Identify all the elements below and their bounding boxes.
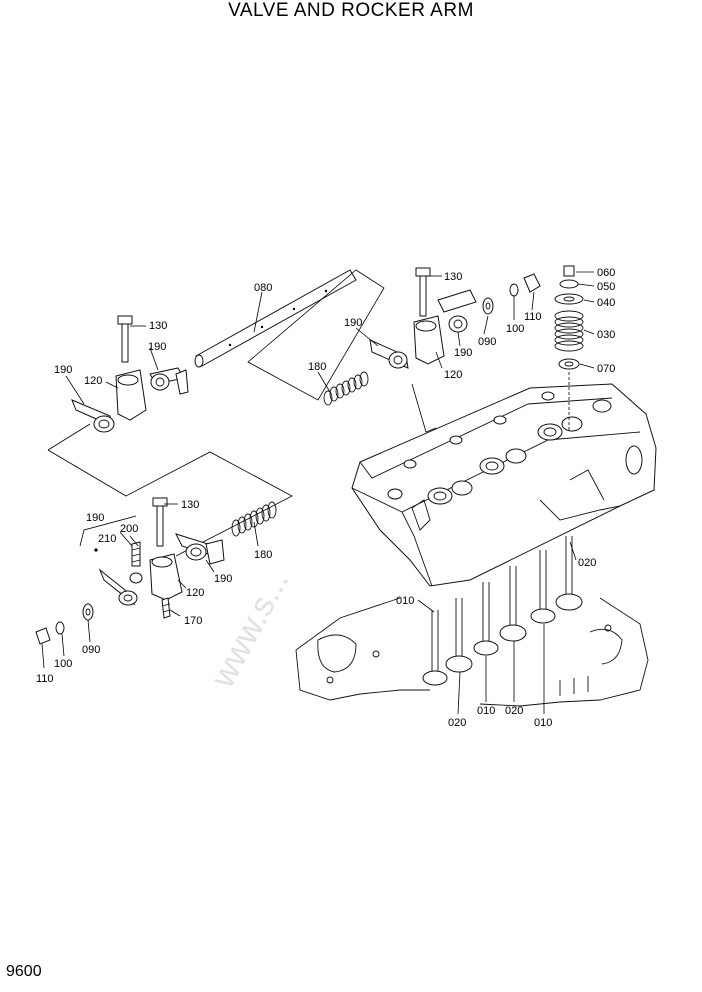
callout-130-lower: 130	[181, 499, 199, 511]
callout-070: 070	[597, 363, 615, 375]
callout-020-bottom-b: 020	[505, 705, 523, 717]
callout-110-lower: 110	[36, 673, 54, 685]
valve-3	[473, 582, 499, 656]
valves	[422, 536, 583, 686]
callout-100-lower: 100	[54, 658, 72, 670]
callout-100-upper: 100	[506, 323, 524, 335]
assembly-bracket-right	[411, 383, 437, 433]
rocker-shaft	[194, 269, 357, 368]
callout-060: 060	[597, 267, 615, 279]
rocker-group-lower-left	[35, 497, 225, 645]
rocker-spring-lower	[231, 501, 277, 537]
page-number: 9600	[6, 963, 42, 980]
callout-090-lower: 090	[82, 644, 100, 656]
callout-090-upper: 090	[478, 336, 496, 348]
valve-1	[422, 610, 448, 686]
valve-2	[445, 598, 473, 673]
rocker-group-upper-left	[71, 315, 189, 433]
callout-010-left: 010	[396, 595, 414, 607]
cylinder-head	[351, 383, 657, 587]
cylinder-block	[295, 597, 649, 707]
callout-190-upper-right-b: 190	[454, 347, 472, 359]
callout-130-upper-right: 130	[444, 271, 462, 283]
callout-180-lower: 180	[254, 549, 272, 561]
callout-200: 200	[120, 523, 138, 535]
valve-6	[555, 536, 583, 611]
assembly-bracket-lower	[79, 515, 137, 547]
callout-labels: 080 130 190 190 120 180 190 130 190 120 …	[36, 267, 615, 729]
valve-spring-stack	[554, 265, 584, 430]
page-title: VALVE AND ROCKER ARM	[228, 0, 474, 21]
callout-190-upper-right-a: 190	[344, 317, 362, 329]
valve-5	[530, 550, 556, 624]
assembly-bracket-middle	[47, 423, 293, 557]
callout-130-upper-left: 130	[149, 320, 167, 332]
callout-110-upper: 110	[524, 311, 542, 323]
callout-170: 170	[184, 615, 202, 627]
callout-120-upper-left: 120	[84, 375, 102, 387]
callout-010-bottom-a: 010	[477, 705, 495, 717]
callout-120-upper-right: 120	[444, 369, 462, 381]
callout-040: 040	[597, 297, 615, 309]
valve-4	[499, 566, 527, 642]
callout-190-upper-left-a: 190	[148, 341, 166, 353]
leader-lines	[41, 271, 595, 715]
callout-080: 080	[254, 282, 272, 294]
callout-190-lower-b: 190	[214, 573, 232, 585]
callout-180-upper: 180	[308, 361, 326, 373]
callout-010-bottom-b: 010	[534, 717, 552, 729]
rocker-group-upper-right	[369, 267, 541, 369]
callout-050: 050	[597, 281, 615, 293]
rocker-spring-upper	[323, 371, 369, 406]
valve-spring	[554, 310, 584, 352]
callout-120-lower: 120	[186, 587, 204, 599]
callout-210: 210	[98, 533, 116, 545]
callout-190-lower-a: 190	[86, 512, 104, 524]
assembly-bracket-upper	[247, 269, 385, 401]
callout-190-upper-left-b: 190	[54, 364, 72, 376]
callout-020-right: 020	[578, 557, 596, 569]
callout-020-bottom-a: 020	[448, 717, 466, 729]
head-ports	[387, 391, 643, 505]
callout-030: 030	[597, 329, 615, 341]
